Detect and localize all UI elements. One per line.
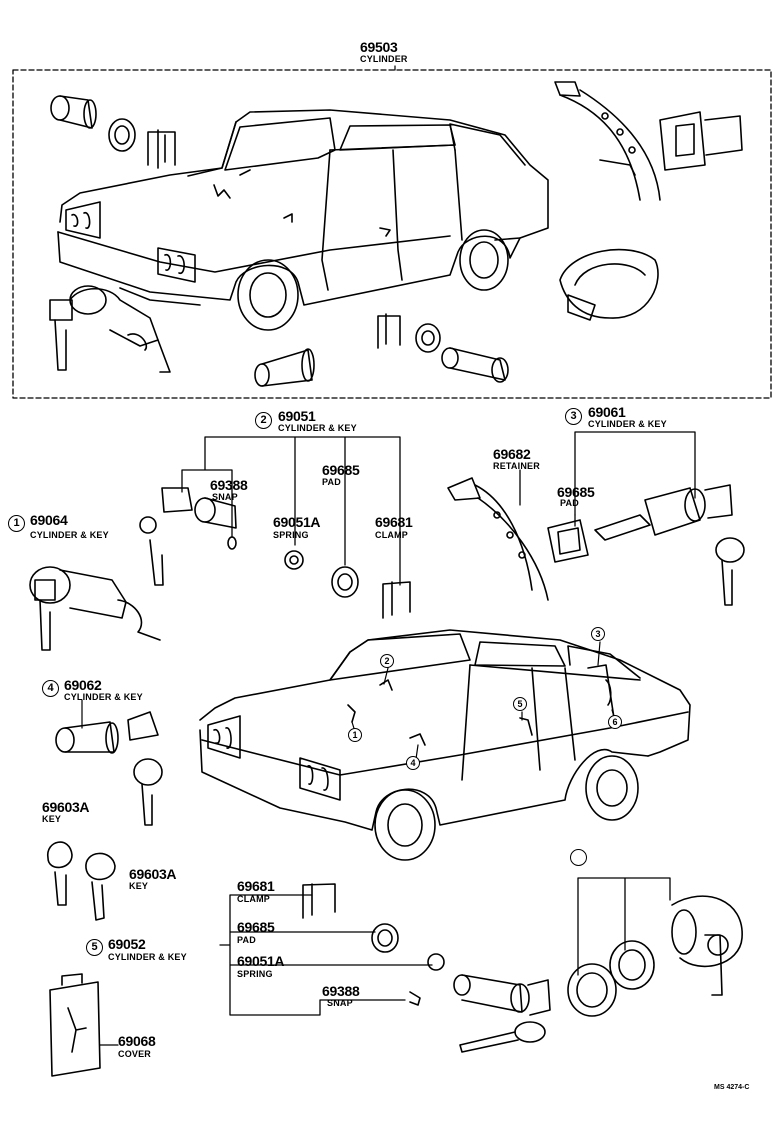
part-name-key-second: KEY bbox=[129, 881, 149, 891]
part-number-69061: 69061 bbox=[588, 404, 626, 420]
part-name-69052: CYLINDER & KEY bbox=[108, 952, 187, 962]
callout-6 bbox=[570, 849, 587, 866]
part-number-69603A: 69603A bbox=[42, 799, 90, 815]
car-callout-3: 3 bbox=[591, 627, 605, 641]
part-name-pad: PAD bbox=[322, 477, 341, 487]
leader-69052 bbox=[219, 894, 433, 1016]
cylinder-69064-part bbox=[29, 566, 161, 651]
part-number-69681: 69681 bbox=[375, 514, 413, 530]
callout-3: 3 bbox=[565, 408, 582, 425]
part-name-retainer: RETAINER bbox=[493, 461, 540, 471]
part-name-pad-right: PAD bbox=[560, 498, 579, 508]
part-number-69052: 69052 bbox=[108, 936, 146, 952]
part-name-snap: SNAP bbox=[212, 492, 238, 502]
cylinder-69052-parts bbox=[302, 883, 551, 1053]
part-name-69062: CYLINDER & KEY bbox=[64, 692, 143, 702]
top-car-illustration bbox=[57, 109, 549, 331]
part-number-69388: 69388 bbox=[210, 477, 248, 493]
part-name-cylinder: CYLINDER bbox=[360, 54, 408, 64]
part-name-pad-bottom: PAD bbox=[237, 935, 256, 945]
part-number-69603A-second: 69603A bbox=[129, 866, 177, 882]
part-name-spring-bottom: SPRING bbox=[237, 969, 273, 979]
car-callout-5: 5 bbox=[513, 697, 527, 711]
part-number-69685-bottom: 69685 bbox=[237, 919, 275, 935]
part-number-69062: 69062 bbox=[64, 677, 102, 693]
group-box-69503 bbox=[12, 69, 772, 399]
part-number-69681-bottom: 69681 bbox=[237, 878, 275, 894]
car-callout-4: 4 bbox=[406, 756, 420, 770]
callout-2: 2 bbox=[255, 412, 272, 429]
bottom-car-illustration bbox=[199, 629, 691, 861]
leader-refer bbox=[577, 877, 671, 976]
part-name-cover: COVER bbox=[118, 1049, 152, 1059]
cylinder-69061-parts bbox=[447, 477, 745, 606]
top-cylinder-parts bbox=[49, 81, 743, 387]
callout-1: 1 bbox=[8, 515, 25, 532]
part-number-69051A: 69051A bbox=[273, 514, 321, 530]
part-number-69064: 69064 bbox=[30, 512, 68, 528]
cylinder-69051-parts bbox=[139, 487, 411, 619]
car-callout-2: 2 bbox=[380, 654, 394, 668]
fuel-cap-parts bbox=[567, 895, 743, 1017]
part-name-clamp: CLAMP bbox=[375, 530, 408, 540]
part-number-69051A-bottom: 69051A bbox=[237, 953, 285, 969]
car-callout-1: 1 bbox=[348, 728, 362, 742]
callout-5: 5 bbox=[86, 939, 103, 956]
cover-69068 bbox=[49, 973, 119, 1077]
part-number-69503: 69503 bbox=[360, 39, 398, 55]
part-number-69051: 69051 bbox=[278, 408, 316, 424]
part-number-69068: 69068 bbox=[118, 1033, 156, 1049]
car-callout-6: 6 bbox=[608, 715, 622, 729]
part-number-69685-right: 69685 bbox=[557, 484, 595, 500]
part-name-69051: CYLINDER & KEY bbox=[278, 423, 357, 433]
part-number-69682: 69682 bbox=[493, 446, 531, 462]
leader-69051 bbox=[181, 436, 401, 586]
part-name-69064: CYLINDER & KEY bbox=[30, 530, 109, 540]
part-name-spring: SPRING bbox=[273, 530, 309, 540]
figure-code: MS 4274-C bbox=[714, 1084, 750, 1091]
callout-4: 4 bbox=[42, 680, 59, 697]
part-name-key: KEY bbox=[42, 814, 62, 824]
cylinder-69062-parts bbox=[55, 699, 163, 826]
keys-69603A bbox=[47, 841, 116, 921]
part-name-snap-bottom: SNAP bbox=[327, 998, 353, 1008]
part-number-69685: 69685 bbox=[322, 462, 360, 478]
part-name-clamp-bottom: CLAMP bbox=[237, 894, 270, 904]
leader-69061 bbox=[519, 431, 696, 516]
part-number-69388-bottom: 69388 bbox=[322, 983, 360, 999]
part-name-69061: CYLINDER & KEY bbox=[588, 419, 667, 429]
